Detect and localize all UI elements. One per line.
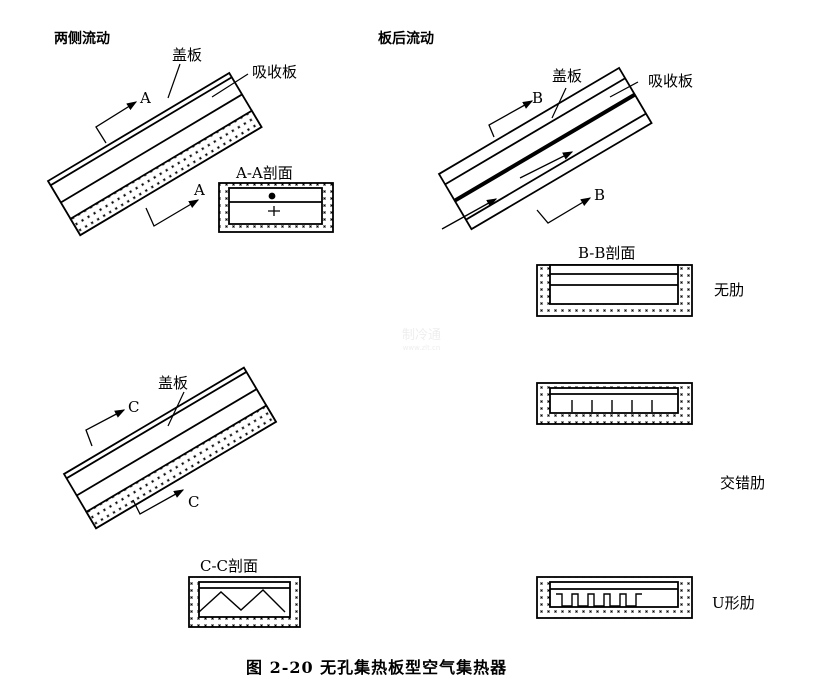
section-mark: A <box>194 181 205 199</box>
section-mark: A <box>140 89 151 107</box>
rib-type-u: U形肋 <box>712 594 755 612</box>
absorber-label: 吸收板 <box>648 72 694 90</box>
panel-title-back-flow: 板后流动 <box>378 31 434 47</box>
absorber-label: 吸收板 <box>252 63 298 81</box>
section-title-aa: A-A剖面 <box>236 164 293 182</box>
section-title-bb: B-B剖面 <box>578 244 636 262</box>
figure-caption: 图 2-20 无孔集热板型空气集热器 <box>246 658 508 677</box>
section-title-cc: C-C剖面 <box>200 557 259 575</box>
panel-title-two-side: 两侧流动 <box>54 31 110 47</box>
section-mark: C <box>188 493 200 511</box>
collector-third <box>62 366 278 530</box>
section-mark: C <box>128 398 140 416</box>
cover-label: 盖板 <box>552 67 583 85</box>
rib-type-staggered: 交错肋 <box>720 474 766 492</box>
section-mark: B <box>532 89 544 107</box>
collector-back-flow <box>437 66 653 231</box>
rib-type-none: 无肋 <box>714 281 745 299</box>
collector-two-side <box>46 71 263 237</box>
cover-label: 盖板 <box>158 374 189 392</box>
section-mark: B <box>594 186 606 204</box>
cover-label: 盖板 <box>172 46 203 64</box>
